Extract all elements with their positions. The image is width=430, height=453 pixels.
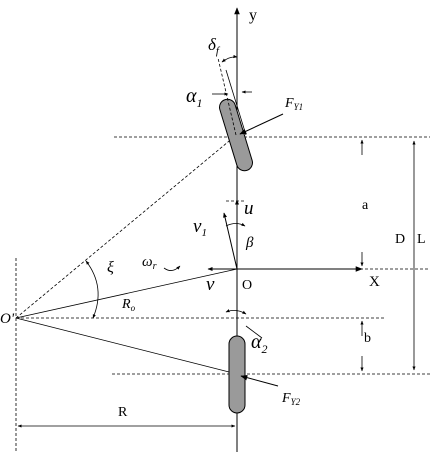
alpha2-label: α2 <box>251 331 268 356</box>
radius-to-cg-line <box>15 268 238 319</box>
dim-d-label: D <box>395 232 405 247</box>
front-lateral-force-arrow <box>239 113 284 135</box>
delta-f-label: δf <box>208 35 221 57</box>
beta-label: β <box>245 235 254 251</box>
v1-velocity-arrow <box>223 212 238 270</box>
radius-to-front-wheel <box>15 136 235 319</box>
x-axis-label: X <box>369 274 380 290</box>
front-wheel-centerline <box>225 69 247 136</box>
dim-a-label: a <box>362 198 369 213</box>
yaw-rate-arc <box>163 265 181 271</box>
rear-wheel <box>228 335 246 414</box>
front-lateral-force-label: FY1 <box>284 96 303 112</box>
v1-velocity-label: v1 <box>193 216 207 239</box>
origin-label: O <box>242 278 252 293</box>
y-axis-label: y <box>249 7 257 24</box>
yaw-rate-label: ωr <box>142 254 157 272</box>
dim-b-label: b <box>364 331 371 346</box>
xi-arc <box>85 260 99 319</box>
beta-arc <box>225 222 246 227</box>
alpha1-label: α1 <box>186 85 203 110</box>
xi-label: ξ <box>107 259 114 276</box>
dim-r-label: R <box>118 405 128 420</box>
v-velocity-label: v <box>206 274 215 295</box>
dim-l-label: L <box>417 232 426 247</box>
front-wheel-direction-line <box>217 57 237 136</box>
instant-center-label: O' <box>0 311 15 327</box>
delta-f-arc <box>221 54 238 63</box>
alpha2-pointer <box>245 325 263 339</box>
u-velocity-label: u <box>244 198 254 219</box>
rear-lateral-force-label: FY2 <box>281 391 301 407</box>
radius-to-rear-wheel <box>15 317 238 375</box>
rear-lateral-force-arrow <box>240 374 279 387</box>
ro-label: Ro <box>121 297 136 313</box>
alpha2-arc <box>225 309 247 315</box>
